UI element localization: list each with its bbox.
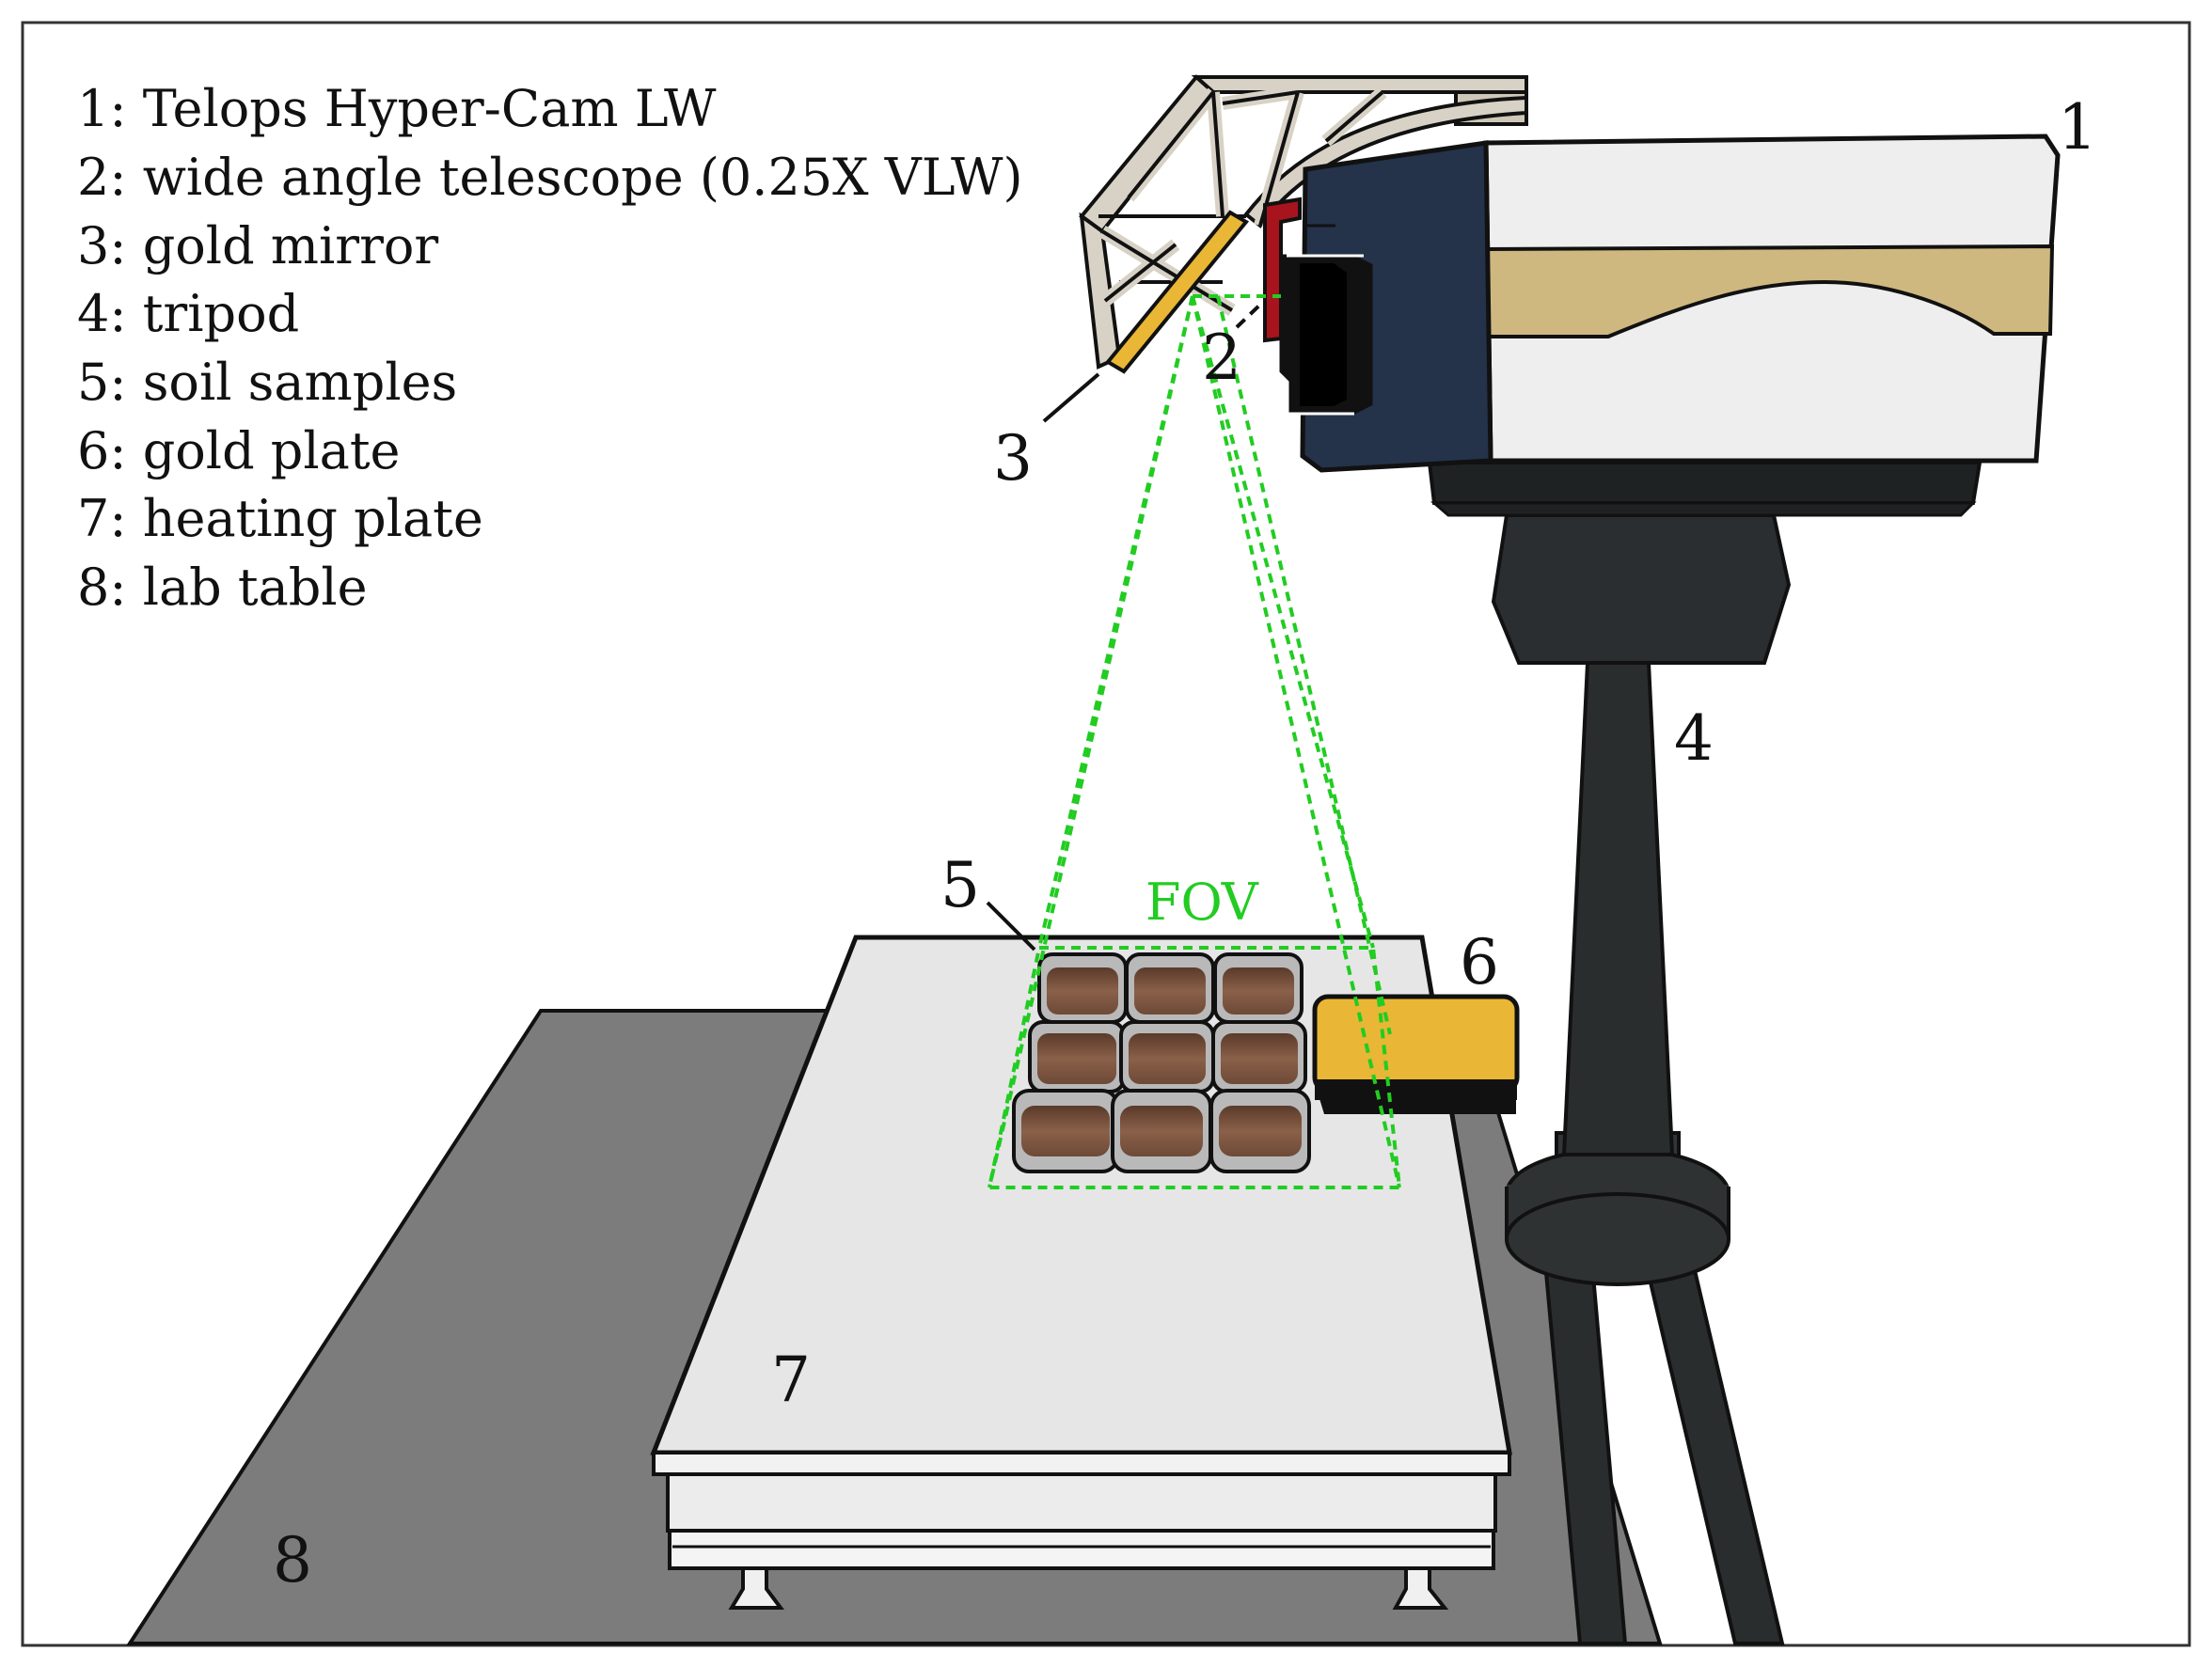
legend-item-gold-plate: 6: gold plate bbox=[77, 421, 401, 480]
callout-soil: 5 bbox=[940, 849, 980, 921]
callout-heating-plate: 7 bbox=[771, 1344, 811, 1416]
legend-item-lab-table: 8: lab table bbox=[77, 558, 368, 617]
soil-samples bbox=[1012, 952, 1311, 1173]
fov-label: FOV bbox=[1146, 873, 1259, 932]
leader-soil bbox=[986, 901, 1036, 951]
soil-sample bbox=[1119, 1020, 1215, 1093]
heating-plate-foot-left bbox=[728, 1566, 784, 1610]
legend-item-tripod: 4: tripod bbox=[77, 284, 299, 343]
callouts: 1 2 3 4 5 6 7 8 FOV bbox=[273, 91, 2097, 1596]
heating-plate-foot-right bbox=[1392, 1566, 1449, 1610]
tripod bbox=[1427, 461, 1983, 1156]
gold-plate bbox=[1312, 994, 1520, 1114]
fov-outline bbox=[987, 294, 1402, 1189]
callout-tripod: 4 bbox=[1674, 702, 1714, 775]
soil-sample bbox=[1213, 952, 1304, 1024]
soil-sample bbox=[1012, 1089, 1119, 1173]
legend-item-mirror: 3: gold mirror bbox=[77, 216, 438, 275]
soil-sample bbox=[1111, 1089, 1212, 1173]
mirror-frame bbox=[1079, 74, 1528, 370]
callout-telescope: 2 bbox=[1202, 322, 1241, 394]
telescope bbox=[1263, 197, 1302, 343]
leader-mirror bbox=[1042, 372, 1100, 423]
callout-mirror: 3 bbox=[993, 422, 1033, 495]
soil-sample bbox=[1209, 1089, 1311, 1173]
soil-sample bbox=[1125, 952, 1215, 1024]
camera bbox=[1279, 134, 2061, 473]
legend-item-soil: 5: soil samples bbox=[77, 353, 457, 412]
legend-item-camera: 1: Telops Hyper-Cam LW bbox=[77, 79, 717, 138]
soil-sample bbox=[1211, 1020, 1307, 1093]
legend: 1: Telops Hyper-Cam LW 2: wide angle tel… bbox=[77, 79, 1023, 617]
callout-camera: 1 bbox=[2058, 91, 2097, 164]
callout-lab-table: 8 bbox=[273, 1524, 312, 1596]
leader-lines bbox=[986, 301, 1264, 951]
legend-item-heating-plate: 7: heating plate bbox=[77, 489, 483, 548]
legend-item-telescope: 2: wide angle telescope (0.25X VLW) bbox=[77, 148, 1023, 207]
gold-mirror bbox=[1104, 210, 1250, 374]
soil-sample bbox=[1037, 952, 1128, 1024]
leader-telescope bbox=[1235, 301, 1264, 329]
soil-sample bbox=[1028, 1020, 1126, 1093]
callout-gold-plate: 6 bbox=[1460, 926, 1499, 999]
